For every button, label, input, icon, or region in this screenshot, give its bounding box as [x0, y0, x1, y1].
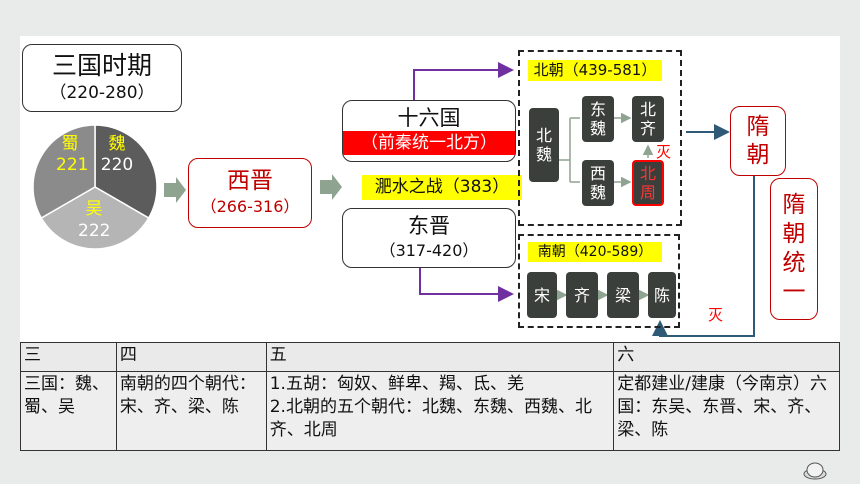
table-cell: 定都建业/建康（今南京）六国：东吴、东晋、宋、齐、梁、陈	[613, 371, 840, 451]
summary-table: 三 四 五 六 三国：魏、蜀、吴 南朝的四个朝代：宋、齐、梁、陈 1.五胡：匈奴…	[20, 342, 840, 451]
northern-dynasties-title: 北朝（439-581）	[528, 60, 662, 81]
decorative-stone-icon	[803, 462, 827, 480]
sui-dynasty-name: 隋朝	[746, 114, 770, 168]
pie-slice-shu	[32, 124, 96, 220]
three-kingdoms-box: 三国时期 （220-280）	[22, 44, 182, 112]
eastern-jin-name: 东晋	[408, 214, 450, 238]
table-cell: 1.五胡：匈奴、鲜卑、羯、氐、羌 2.北朝的五个朝代：北魏、东魏、西魏、北齐、北…	[265, 371, 615, 451]
purple-arrow-south	[419, 268, 514, 302]
node-qi: 齐	[566, 272, 598, 318]
western-jin-name: 西晋	[227, 168, 273, 194]
mie-label-south: 灭	[708, 306, 724, 324]
node-xi-wei: 西魏	[582, 160, 614, 206]
purple-arrow-north	[413, 62, 514, 100]
mie-label-north: 灭	[656, 143, 672, 161]
node-bei-qi: 北齐	[632, 96, 664, 142]
table-header-cell: 六	[613, 342, 840, 372]
table-cell: 南朝的四个朝代：宋、齐、梁、陈	[115, 371, 267, 451]
sui-unify-box: 隋朝统一	[770, 178, 818, 320]
table-header-cell: 五	[265, 342, 615, 372]
three-kingdoms-title: 三国时期	[51, 51, 152, 80]
sui-dynasty-box: 隋朝	[730, 106, 786, 176]
bracket-bei-wei	[559, 117, 580, 183]
arrow-to-sixteen	[320, 174, 342, 200]
table-row: 三国：魏、蜀、吴 南朝的四个朝代：宋、齐、梁、陈 1.五胡：匈奴、鲜卑、羯、氐、…	[20, 371, 840, 451]
table-header-cell: 三	[20, 342, 117, 372]
pie-slice-wei	[94, 124, 158, 220]
arrow-sui-destroys-chen	[652, 170, 755, 337]
table-cell: 三国：魏、蜀、吴	[20, 371, 117, 451]
node-chen: 陈	[648, 272, 676, 318]
battle-feishui-label: 淝水之战（383）	[362, 175, 522, 200]
eastern-jin-years: （317-420）	[379, 241, 479, 260]
arrow-to-western-jin	[164, 177, 186, 203]
sixteen-kingdoms-name: 十六国	[397, 106, 461, 130]
node-bei-zhou: 北周	[632, 160, 664, 206]
sixteen-kingdoms-note: （前秦统一北方）	[343, 131, 515, 155]
sui-unify-label: 隋朝统一	[782, 192, 806, 305]
table-header-row: 三 四 五 六	[20, 342, 840, 372]
sixteen-kingdoms-box: 十六国 （前秦统一北方）	[342, 100, 516, 162]
western-jin-box: 西晋 （266-316）	[188, 158, 312, 228]
northern-dynasties-group	[518, 50, 682, 226]
southern-dynasties-group	[518, 234, 680, 328]
three-kingdoms-pie	[32, 124, 158, 250]
western-jin-years: （266-316）	[200, 197, 300, 216]
node-song: 宋	[527, 272, 557, 318]
eastern-jin-box: 东晋 （317-420）	[342, 208, 516, 268]
southern-dynasties-title: 南朝（420-589）	[528, 242, 662, 262]
three-kingdoms-years: （220-280）	[49, 83, 155, 103]
table-header-cell: 四	[115, 342, 267, 372]
node-liang: 梁	[607, 272, 639, 318]
node-bei-wei: 北魏	[529, 108, 559, 182]
node-dong-wei: 东魏	[582, 96, 614, 142]
